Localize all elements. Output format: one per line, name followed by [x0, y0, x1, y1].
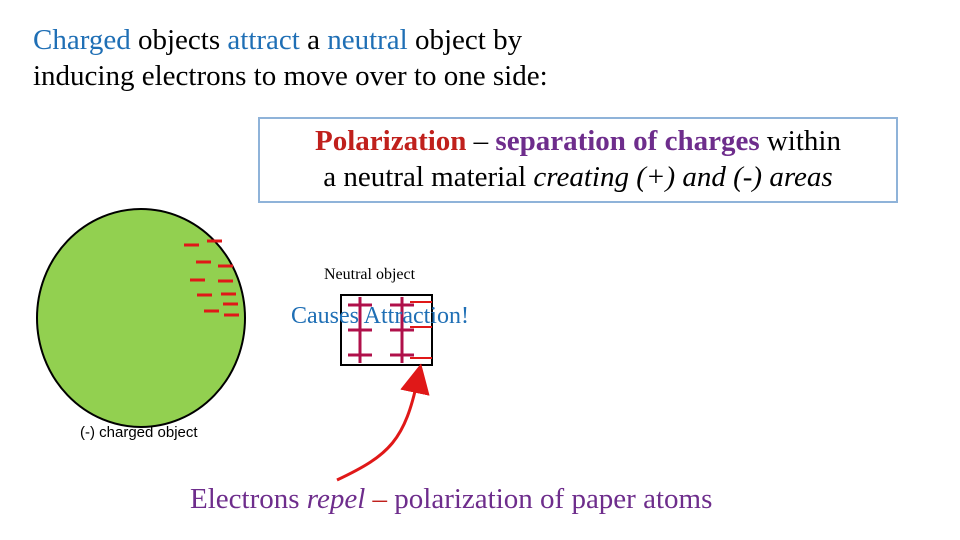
- definition-line2-italic: creating (+) and (-) areas: [533, 161, 833, 193]
- title-line2: inducing electrons to move over to one s…: [33, 60, 548, 92]
- title-attract: attract: [227, 24, 300, 56]
- charged-object-label: (-) charged object: [80, 424, 198, 441]
- neutral-object-label: Neutral object: [324, 266, 416, 283]
- paper-negative-charges: [410, 301, 432, 359]
- definition-phrase: separation of charges: [495, 125, 760, 157]
- title-charged: Charged: [33, 24, 131, 56]
- title-objects: objects: [130, 24, 228, 56]
- definition-box: Polarization – separation of charges wit…: [258, 117, 898, 203]
- bottom-dash: –: [365, 483, 395, 515]
- slide-title: Charged objects attract a neutral object…: [33, 22, 733, 94]
- definition-term: Polarization: [315, 125, 467, 157]
- causes-attraction-label: Causes Attraction!: [291, 303, 469, 329]
- definition-line2-plain: a neutral material: [323, 161, 534, 193]
- repel-arrow: [336, 363, 430, 482]
- bottom-repel: repel: [306, 483, 366, 515]
- bottom-caption: Electrons repel – polarization of paper …: [190, 483, 712, 516]
- definition-dash: –: [466, 125, 496, 157]
- bottom-polarization: polarization of paper atoms: [394, 483, 713, 515]
- title-a: a: [299, 24, 328, 56]
- title-neutral: neutral: [327, 24, 408, 56]
- charged-sphere: [36, 208, 246, 428]
- paper-positive-charges: [348, 297, 414, 363]
- sphere-negative-charges: [184, 239, 239, 317]
- definition-rest: within: [759, 125, 841, 157]
- title-object-by: object by: [407, 24, 523, 56]
- bottom-electrons: Electrons: [190, 483, 307, 515]
